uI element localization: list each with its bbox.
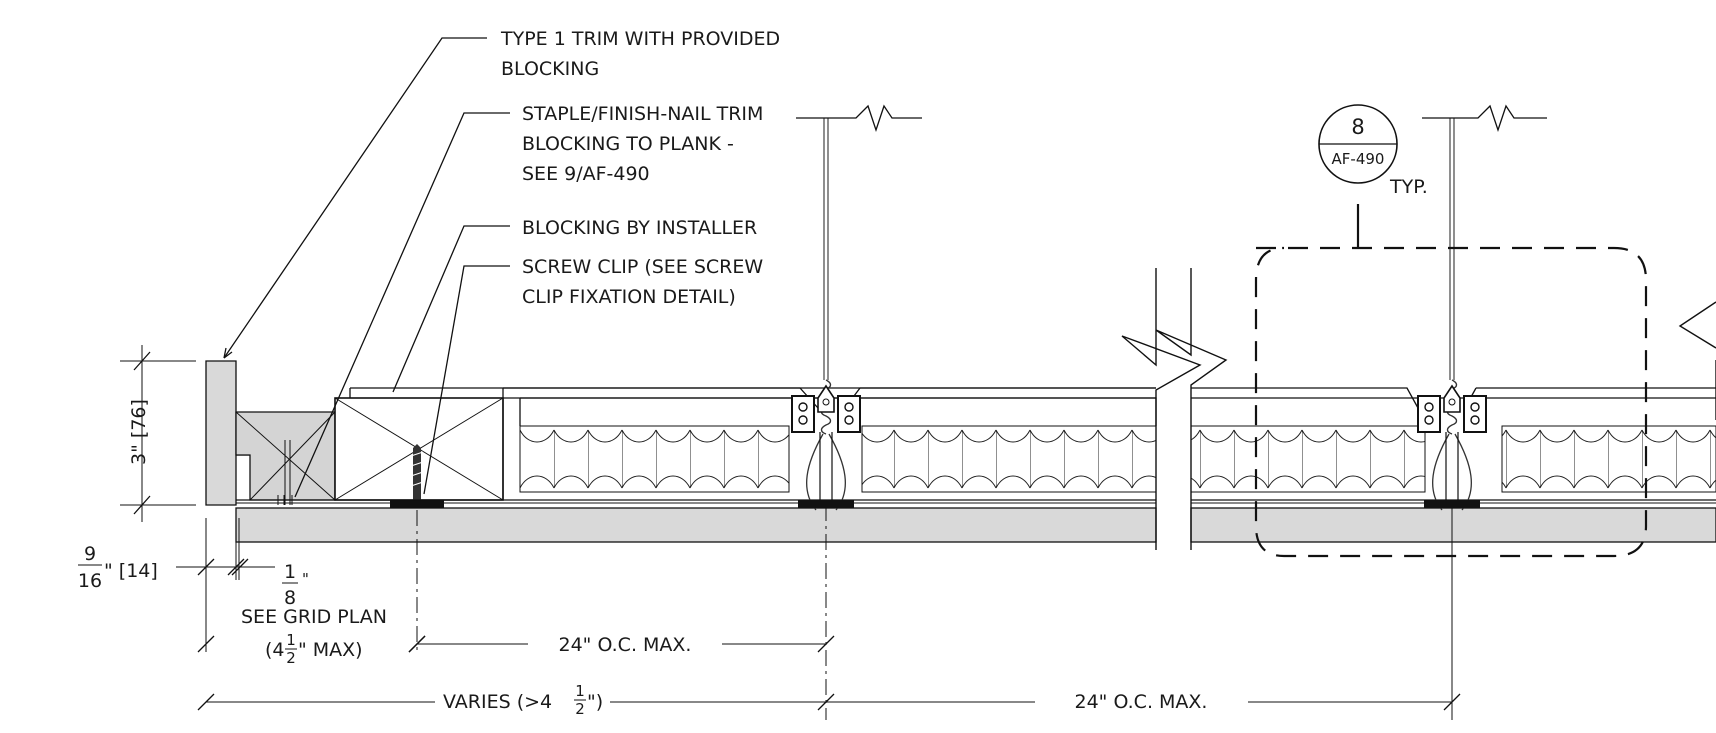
detail-sheet: AF-490	[1332, 150, 1385, 168]
dimension-trim-width: 9 16 " [14] 1 8 "	[78, 518, 309, 609]
detail-reference-bubble: 8 AF-490 TYP.	[1318, 104, 1428, 198]
grid-plan-label: SEE GRID PLAN	[241, 606, 387, 628]
callout-staple-line-1: STAPLE/FINISH-NAIL TRIM	[522, 103, 763, 125]
varies-tail: ")	[587, 691, 603, 713]
detail-number: 8	[1351, 115, 1364, 139]
dimension-grid-plan: SEE GRID PLAN (4 1 2 " MAX)	[197, 580, 426, 667]
break-line-right	[1155, 268, 1228, 550]
callout-trim-line-1: TYPE 1 TRIM WITH PROVIDED	[500, 28, 780, 50]
dimension-height: 3" [76]	[120, 345, 196, 522]
wire-break-symbol-2	[1422, 104, 1547, 133]
callout-staple-line-3: SEE 9/AF-490	[522, 163, 650, 185]
dimension-varies: VARIES (>4 1 2 ") 24" O.C. MAX.	[197, 682, 1461, 718]
grid-max-label: (4	[265, 639, 285, 661]
gap-den: 8	[284, 587, 296, 609]
insulation-left	[519, 425, 1157, 493]
detail-boundary	[1254, 204, 1648, 558]
typical-note: TYP.	[1389, 176, 1428, 198]
grid-max-den: 2	[286, 649, 296, 667]
trim-width-num: 9	[84, 543, 96, 565]
varies-num: 1	[575, 682, 585, 700]
centerlines	[416, 505, 1453, 720]
leader-staple	[294, 112, 510, 498]
varies-label: VARIES (>4	[443, 691, 552, 713]
plank-assembly-left	[350, 387, 1156, 399]
screw-clip	[390, 444, 444, 508]
trim-width-mm: " [14]	[104, 560, 158, 582]
dimension-oc-first: 24" O.C. MAX.	[408, 634, 835, 656]
oc-second-label: 24" O.C. MAX.	[1075, 691, 1208, 713]
callout-staple-line-2: BLOCKING TO PLANK -	[522, 133, 734, 155]
grid-max-num: 1	[286, 631, 296, 649]
wire-break-symbol-1	[796, 104, 922, 133]
leader-blocking	[392, 225, 510, 393]
grid-max-tail: " MAX)	[298, 639, 363, 661]
break-line-edge	[1678, 301, 1716, 420]
trim-width-den: 16	[78, 570, 102, 592]
callout-trim-line-2: BLOCKING	[501, 58, 599, 80]
insulation-right	[1190, 425, 1716, 493]
clip-assembly-2	[1417, 385, 1487, 509]
callout-screw-clip-line-1: SCREW CLIP (SEE SCREW	[522, 256, 763, 278]
height-label: 3" [76]	[128, 399, 150, 465]
clip-assembly-1	[791, 385, 861, 509]
gap-unit: "	[302, 570, 309, 588]
hanger-wire-1	[805, 117, 847, 511]
callout-blocking: BLOCKING BY INSTALLER	[522, 217, 757, 239]
break-line-left	[1121, 268, 1202, 550]
leader-screw-clip	[423, 265, 510, 495]
gap-num: 1	[284, 561, 296, 583]
ceiling-board-left	[235, 387, 1157, 543]
callout-screw-clip-line-2: CLIP FIXATION DETAIL)	[522, 286, 736, 308]
leader-trim	[223, 37, 487, 359]
oc-first-label: 24" O.C. MAX.	[559, 634, 692, 656]
varies-den: 2	[575, 700, 585, 718]
hanger-wire-2	[1431, 117, 1473, 511]
